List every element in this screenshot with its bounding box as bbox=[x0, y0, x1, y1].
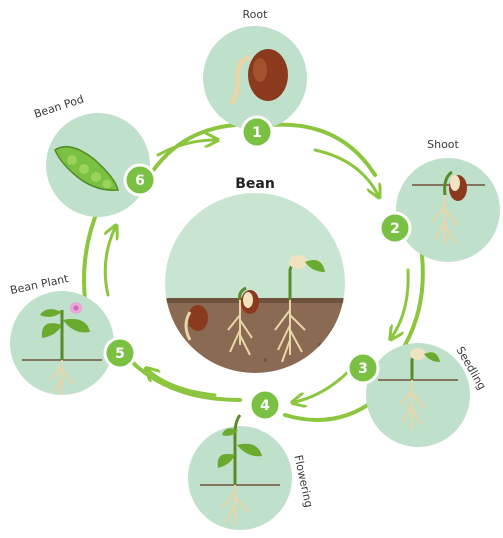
seed-icon bbox=[188, 305, 208, 331]
arrow-2-to-3-inner bbox=[392, 270, 408, 337]
stage-number-4: 4 bbox=[260, 398, 270, 414]
arrow-1-to-2-inner bbox=[315, 150, 378, 195]
stage-number-2: 2 bbox=[390, 221, 400, 237]
arrow-3-to-4 bbox=[285, 400, 375, 420]
center-circle: Bean bbox=[160, 176, 360, 390]
stage-label-shoot: Shoot bbox=[427, 138, 459, 151]
stage-number-6: 6 bbox=[135, 173, 145, 189]
stage-bean-plant: Bean Plant 5 bbox=[9, 272, 135, 395]
stage-bean-pod: Bean Pod 6 bbox=[32, 93, 155, 217]
stage-number-5: 5 bbox=[115, 346, 125, 362]
arrow-1-to-2 bbox=[270, 125, 375, 175]
stage-label-flowering: Flowering bbox=[292, 454, 316, 509]
stage-number-3: 3 bbox=[358, 361, 368, 377]
stage-label-bean-pod: Bean Pod bbox=[32, 93, 85, 121]
arrow-3-to-4-inner bbox=[295, 370, 350, 402]
arrow-6-to-1 bbox=[150, 125, 235, 175]
arrow-5-to-6 bbox=[84, 205, 100, 300]
stage-shoot: Shoot 2 bbox=[380, 138, 500, 262]
stage-seedling: Seedling 3 bbox=[348, 343, 489, 447]
stage-label-root: Root bbox=[243, 8, 269, 21]
stage-number-1: 1 bbox=[252, 125, 262, 141]
center-title: Bean bbox=[235, 176, 275, 192]
stage-flowering: Flowering 4 bbox=[188, 390, 315, 530]
arrow-5-to-6-inner bbox=[105, 228, 115, 295]
